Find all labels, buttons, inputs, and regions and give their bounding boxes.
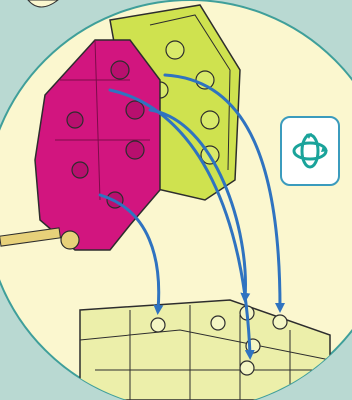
rotate-3d-icon — [289, 130, 331, 172]
rotate-badge — [280, 116, 340, 186]
